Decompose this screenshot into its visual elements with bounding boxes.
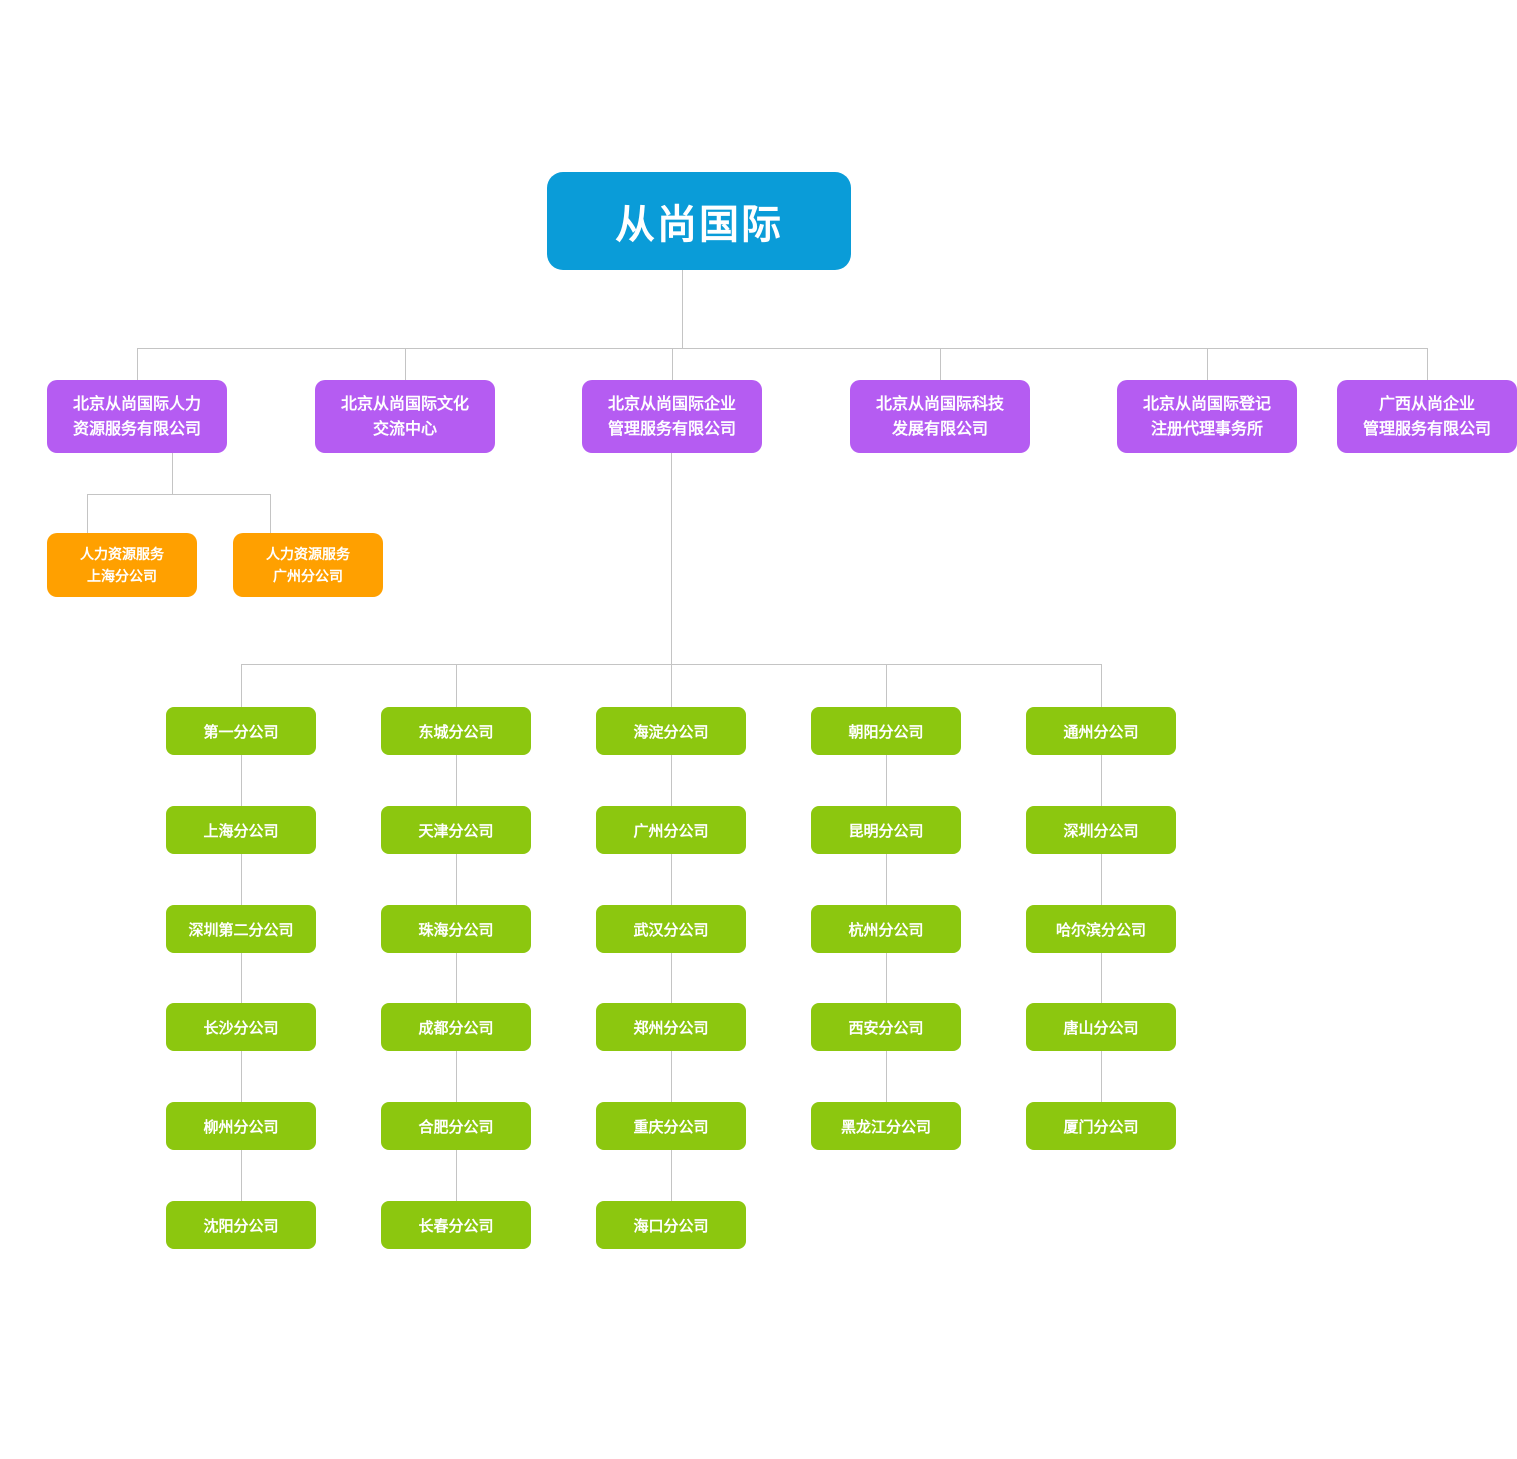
connector-level2-drop — [1427, 348, 1428, 380]
branch-node: 柳州分公司 — [166, 1102, 316, 1150]
branch-node: 深圳分公司 — [1026, 806, 1176, 854]
subsidiary-node-guangxi-management: 广西从尚企业 管理服务有限公司 — [1337, 380, 1517, 453]
branch-node: 黑龙江分公司 — [811, 1102, 961, 1150]
branch-node: 东城分公司 — [381, 707, 531, 755]
connector-level2-drop — [137, 348, 138, 380]
connector-level2-drop — [1207, 348, 1208, 380]
branch-node: 广州分公司 — [596, 806, 746, 854]
branch-node: 长沙分公司 — [166, 1003, 316, 1051]
branch-node: 哈尔滨分公司 — [1026, 905, 1176, 953]
connector-hr-rail — [87, 494, 271, 495]
branch-node: 深圳第二分公司 — [166, 905, 316, 953]
branch-node: 唐山分公司 — [1026, 1003, 1176, 1051]
connector-hr-drop — [270, 494, 271, 533]
hr-branch-node-shanghai: 人力资源服务 上海分公司 — [47, 533, 197, 597]
branch-node: 通州分公司 — [1026, 707, 1176, 755]
connector-management-trunk — [671, 453, 672, 665]
branch-node: 海淀分公司 — [596, 707, 746, 755]
subsidiary-node-hr-services: 北京从尚国际人力 资源服务有限公司 — [47, 380, 227, 453]
branch-node: 海口分公司 — [596, 1201, 746, 1249]
connector-level2-drop — [672, 348, 673, 380]
branch-node: 沈阳分公司 — [166, 1201, 316, 1249]
branch-node: 天津分公司 — [381, 806, 531, 854]
connector-level2-rail — [137, 348, 1428, 349]
subsidiary-node-culture-exchange: 北京从尚国际文化 交流中心 — [315, 380, 495, 453]
subsidiary-node-tech-development: 北京从尚国际科技 发展有限公司 — [850, 380, 1030, 453]
branch-node: 第一分公司 — [166, 707, 316, 755]
connector-root-drop — [682, 270, 683, 349]
branch-node: 郑州分公司 — [596, 1003, 746, 1051]
branch-node: 厦门分公司 — [1026, 1102, 1176, 1150]
branch-node: 合肥分公司 — [381, 1102, 531, 1150]
root-node: 从尚国际 — [547, 172, 851, 270]
connector-level2-drop — [405, 348, 406, 380]
subsidiary-node-enterprise-management: 北京从尚国际企业 管理服务有限公司 — [582, 380, 762, 453]
branch-node: 重庆分公司 — [596, 1102, 746, 1150]
branch-node: 珠海分公司 — [381, 905, 531, 953]
subsidiary-node-registration-agency: 北京从尚国际登记 注册代理事务所 — [1117, 380, 1297, 453]
branch-node: 长春分公司 — [381, 1201, 531, 1249]
branch-node: 成都分公司 — [381, 1003, 531, 1051]
branch-node: 武汉分公司 — [596, 905, 746, 953]
branch-node: 西安分公司 — [811, 1003, 961, 1051]
connector-level2-drop — [940, 348, 941, 380]
hr-branch-node-guangzhou: 人力资源服务 广州分公司 — [233, 533, 383, 597]
connector-hr-drop — [87, 494, 88, 533]
branch-node: 杭州分公司 — [811, 905, 961, 953]
branch-node: 昆明分公司 — [811, 806, 961, 854]
branch-node: 上海分公司 — [166, 806, 316, 854]
connector-branch-column — [886, 664, 887, 1104]
branch-node: 朝阳分公司 — [811, 707, 961, 755]
connector-hr-parent-drop — [172, 453, 173, 495]
connector-branch-column — [1101, 664, 1102, 1104]
